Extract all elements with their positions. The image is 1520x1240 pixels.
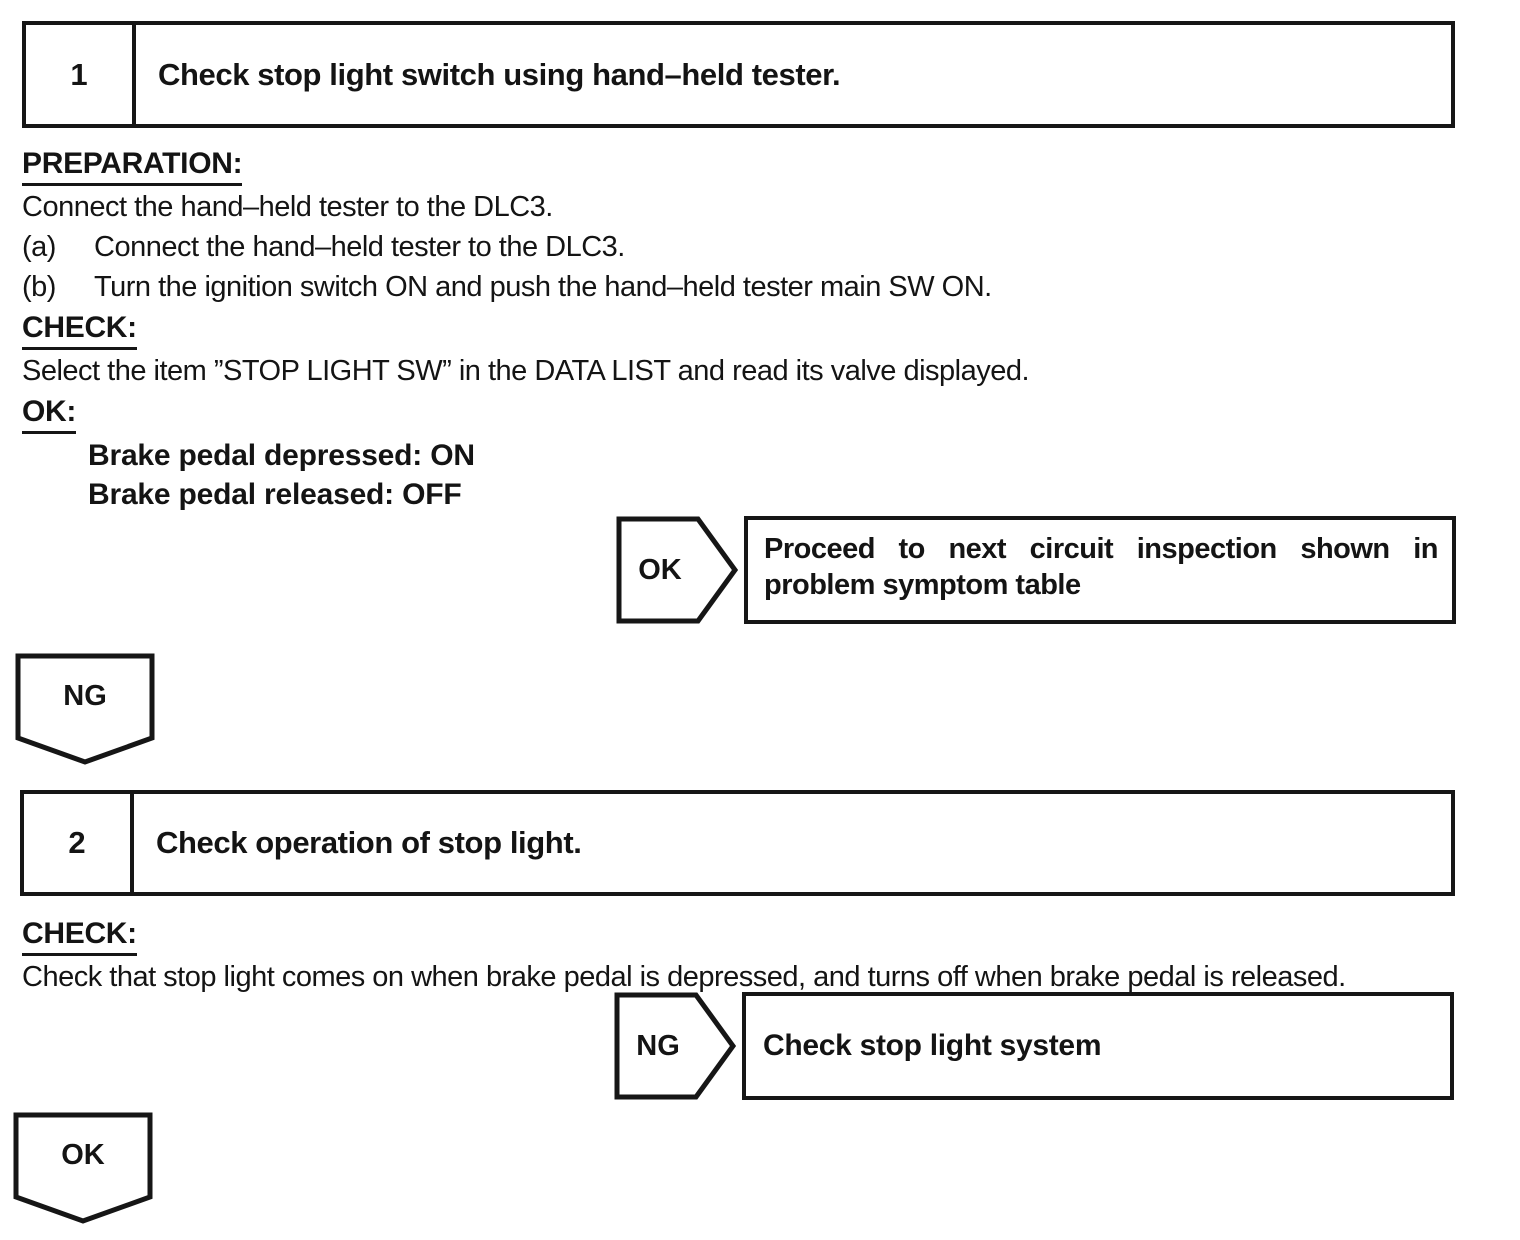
step1-title: Check stop light switch using hand–held … <box>158 56 841 92</box>
step1-number: 1 <box>26 25 136 124</box>
step2-check-label: CHECK: <box>22 917 137 956</box>
ok-down-badge: OK <box>61 1138 105 1171</box>
ng-branch-badge: NG <box>636 1029 680 1062</box>
ng-branch-action-text: Check stop light system <box>763 1029 1102 1062</box>
ok-down-connector: OK <box>13 1112 153 1224</box>
substep-b-text: Turn the ignition switch ON and push the… <box>94 271 992 303</box>
step2-number: 2 <box>24 794 134 892</box>
preparation-label: PREPARATION: <box>22 147 243 186</box>
substep-b: (b) Turn the ignition switch ON and push… <box>22 271 1500 304</box>
step1-check-heading: CHECK: <box>22 311 1500 350</box>
down-pentagon-icon <box>13 1112 153 1224</box>
step1-body: PREPARATION: Connect the hand–held teste… <box>22 147 1500 517</box>
ok-heading: OK: <box>22 395 1500 434</box>
ng-branch-connector: NG <box>614 992 736 1100</box>
step1-header-box: 1 Check stop light switch using hand–hel… <box>22 21 1455 128</box>
right-arrow-pentagon-icon <box>616 516 738 624</box>
step1-check-label: CHECK: <box>22 311 137 350</box>
preparation-heading: PREPARATION: <box>22 147 1500 186</box>
step1-check-text: Select the item ”STOP LIGHT SW” in the D… <box>22 355 1030 387</box>
ng-branch-action-box: Check stop light system <box>742 992 1454 1100</box>
right-arrow-pentagon-icon <box>614 992 736 1100</box>
ok-condition-depressed: Brake pedal depressed: ON <box>88 439 475 472</box>
ng-down-badge: NG <box>63 679 107 712</box>
ok-branch-action-box: Proceed to next circuit inspection shown… <box>744 516 1456 624</box>
ng-down-connector: NG <box>15 653 155 765</box>
substep-b-label: (b) <box>22 271 56 303</box>
substep-a: (a) Connect the hand–held tester to the … <box>22 231 1500 264</box>
substep-a-text: Connect the hand–held tester to the DLC3… <box>94 231 625 263</box>
ok-label: OK: <box>22 395 76 434</box>
ok-branch-action-text: Proceed to next circuit inspection shown… <box>764 533 1439 601</box>
step2-body: CHECK: Check that stop light comes on wh… <box>22 917 1500 1001</box>
step2-check-heading: CHECK: <box>22 917 1500 956</box>
step2-header-box: 2 Check operation of stop light. <box>20 790 1455 896</box>
ok-branch-badge: OK <box>638 553 682 586</box>
substep-a-label: (a) <box>22 231 56 263</box>
ok-condition-released: Brake pedal released: OFF <box>88 478 462 511</box>
ok-branch-connector: OK <box>616 516 738 624</box>
step2-check-text: Check that stop light comes on when brak… <box>22 961 1346 993</box>
down-pentagon-icon <box>15 653 155 765</box>
step2-title: Check operation of stop light. <box>156 825 582 860</box>
preparation-text: Connect the hand–held tester to the DLC3… <box>22 191 553 223</box>
